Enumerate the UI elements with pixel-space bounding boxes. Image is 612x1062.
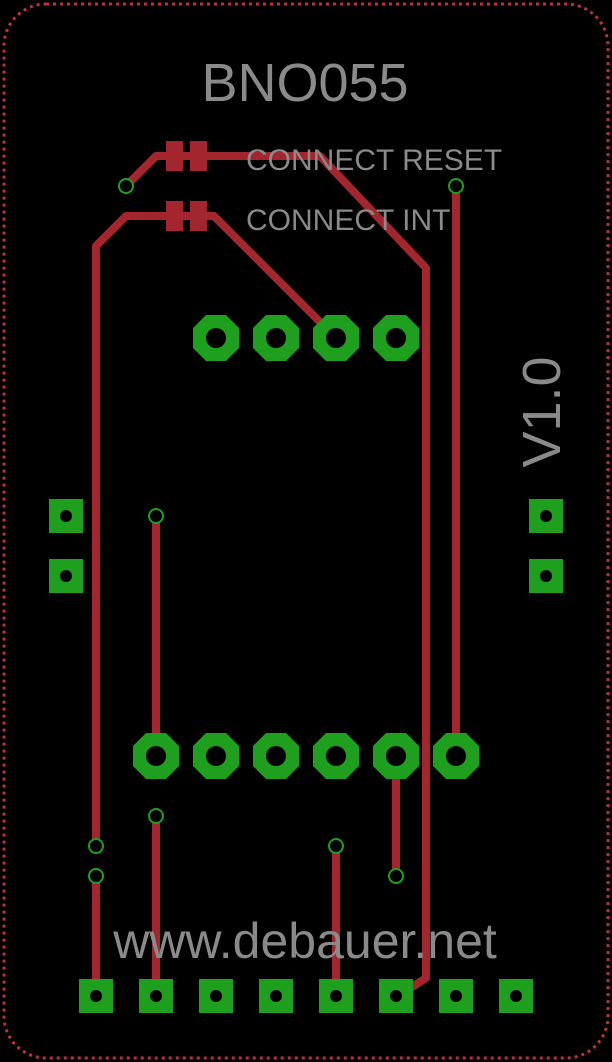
pad-mid-2[interactable]: [193, 733, 239, 779]
pad-left-1[interactable]: [49, 499, 83, 533]
pad-mid-6[interactable]: [433, 733, 479, 779]
pad-mid-1[interactable]: [133, 733, 179, 779]
pad-mid-5[interactable]: [373, 733, 419, 779]
pad-mid-4[interactable]: [313, 733, 359, 779]
label-connect-reset: CONNECT RESET: [246, 144, 502, 177]
pad-bottom-4[interactable]: [259, 979, 293, 1013]
pad-bottom-7[interactable]: [439, 979, 473, 1013]
pad-right-1[interactable]: [529, 499, 563, 533]
board-title: BNO055: [201, 53, 408, 113]
via-left-a: [88, 838, 104, 854]
via-right-low: [388, 868, 404, 884]
via-left-b: [88, 868, 104, 884]
pad-bottom-5[interactable]: [319, 979, 353, 1013]
pad-top-3[interactable]: [313, 315, 359, 361]
pad-right-2[interactable]: [529, 559, 563, 593]
side-pads-right: [529, 499, 563, 593]
website-label: www.debauer.net: [112, 913, 497, 969]
version-label: V1.0: [512, 356, 572, 467]
via-reset-left: [118, 178, 134, 194]
trace-int: [92, 212, 340, 850]
via-reset-right: [448, 178, 464, 194]
pad-bottom-6[interactable]: [379, 979, 413, 1013]
side-pads-left: [49, 499, 83, 593]
pad-bottom-8[interactable]: [499, 979, 533, 1013]
vias: [88, 178, 464, 884]
sensor-header-bottom: [133, 733, 479, 779]
pad-bottom-3[interactable]: [199, 979, 233, 1013]
sensor-header-top: [193, 315, 419, 361]
trace-reset: [122, 152, 430, 1000]
solder-jumper-reset[interactable]: [166, 141, 207, 171]
pad-left-2[interactable]: [49, 559, 83, 593]
solder-jumper-int[interactable]: [166, 201, 207, 231]
via-center-low: [148, 808, 164, 824]
via-bottom-c: [328, 838, 344, 854]
pad-top-1[interactable]: [193, 315, 239, 361]
pad-bottom-2[interactable]: [139, 979, 173, 1013]
pad-top-4[interactable]: [373, 315, 419, 361]
label-connect-int: CONNECT INT: [246, 204, 450, 237]
pad-top-2[interactable]: [253, 315, 299, 361]
pad-mid-3[interactable]: [253, 733, 299, 779]
copper-traces: [92, 152, 460, 1000]
pad-bottom-1[interactable]: [79, 979, 113, 1013]
bottom-connector: [79, 979, 533, 1013]
via-center-top: [148, 508, 164, 524]
